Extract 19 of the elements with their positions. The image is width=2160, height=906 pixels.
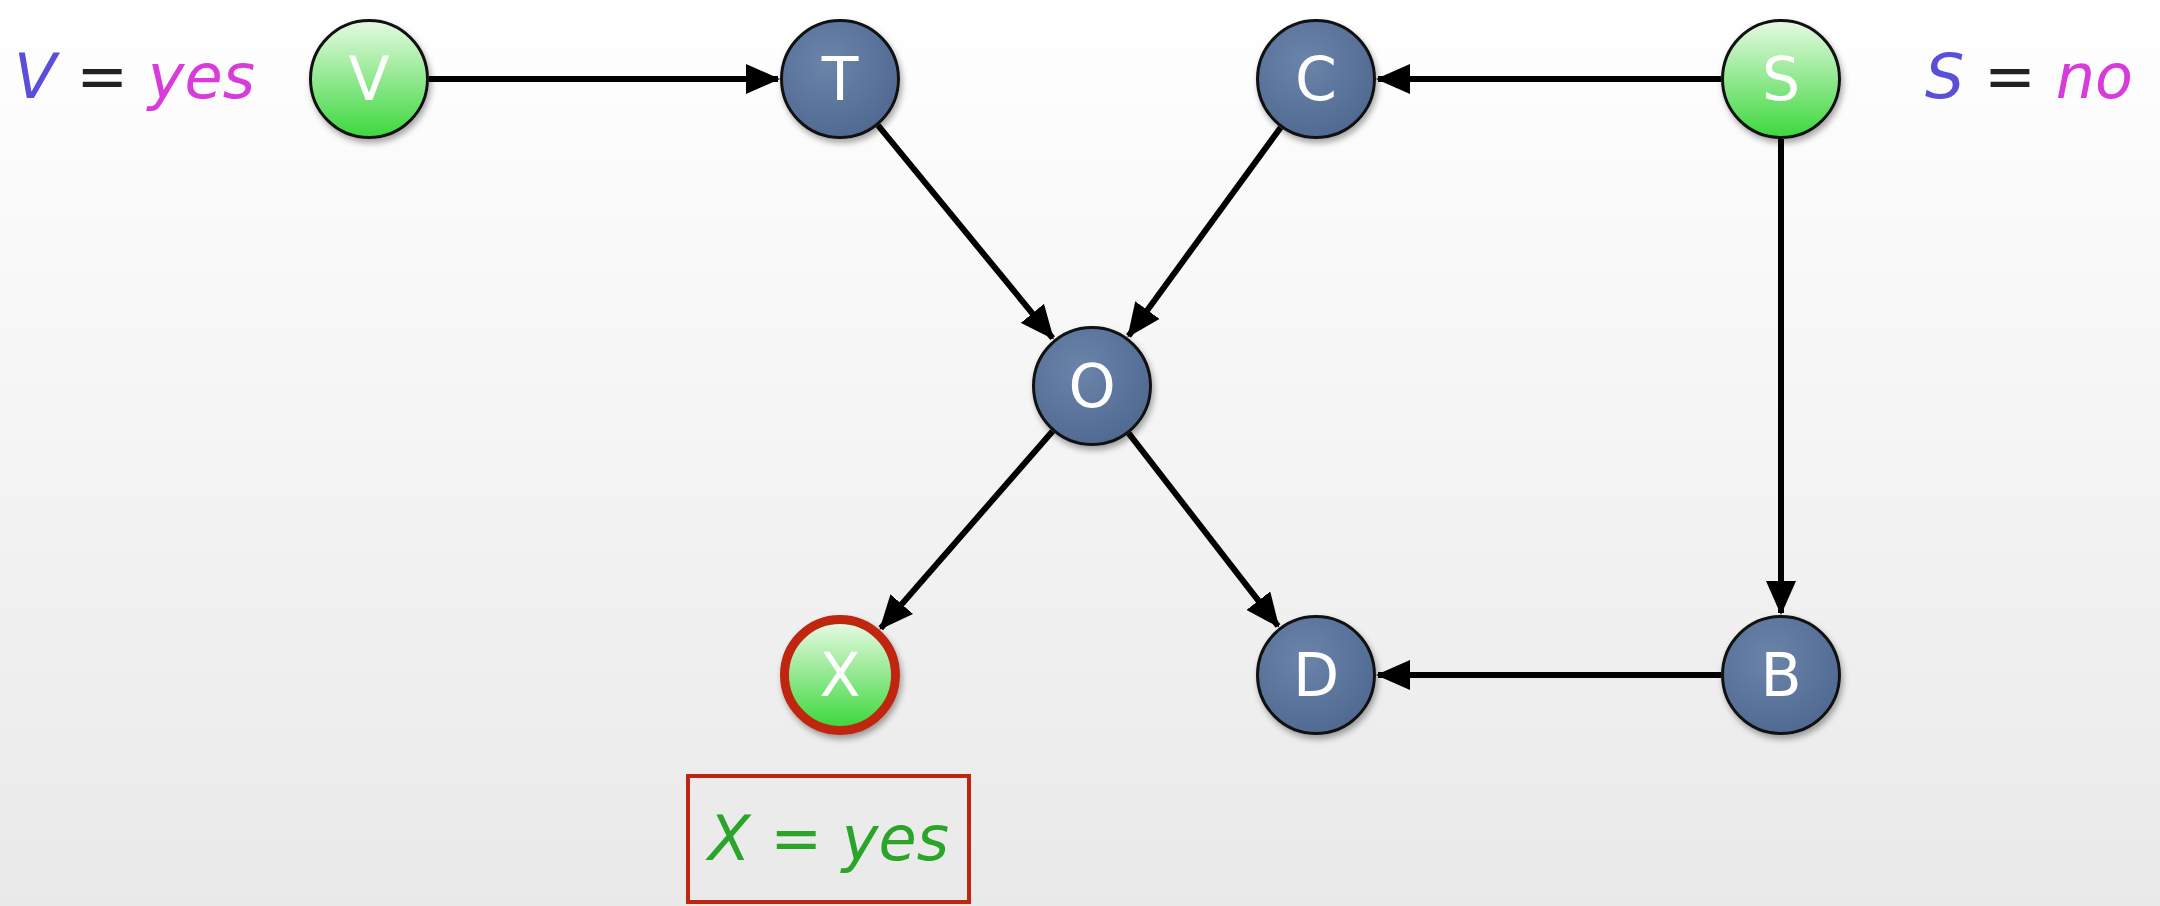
evidence-label: S = no xyxy=(1925,46,2133,108)
arrow xyxy=(429,64,780,94)
arrow xyxy=(1766,139,1796,615)
node-label: X xyxy=(819,645,861,705)
node-label: T xyxy=(821,49,859,109)
arrow xyxy=(1126,431,1281,628)
node-label: C xyxy=(1295,49,1337,109)
node-label: V xyxy=(348,49,390,109)
node-label: D xyxy=(1292,645,1340,705)
arrow xyxy=(1376,660,1721,690)
node-label: O xyxy=(1068,356,1116,416)
arrow xyxy=(1126,125,1284,338)
arrow xyxy=(875,123,1055,340)
evidence-label-box: X = yes xyxy=(686,774,971,904)
node-label: S xyxy=(1761,49,1801,109)
arrow xyxy=(1376,64,1721,94)
node-label: B xyxy=(1760,645,1802,705)
variable-circle xyxy=(1032,326,1152,446)
arrow xyxy=(878,429,1055,631)
